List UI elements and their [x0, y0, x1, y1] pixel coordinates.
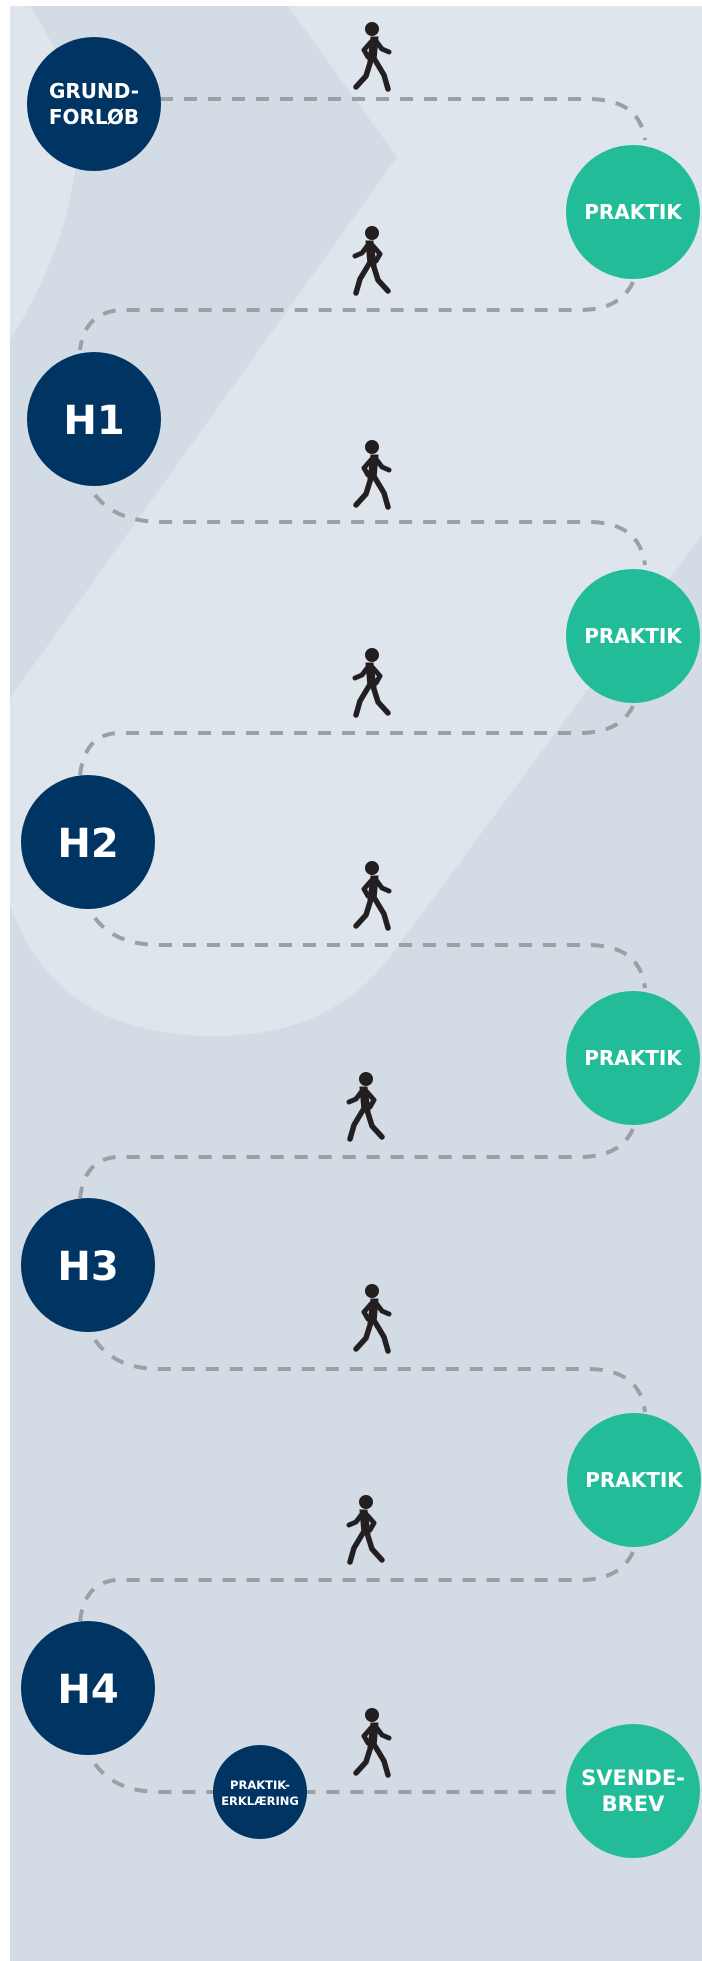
h3-label: H3 — [57, 1244, 118, 1290]
svendebrev-node: SVENDE- BREV — [566, 1724, 700, 1858]
h2-node: H2 — [21, 775, 155, 909]
h1-label: H1 — [63, 398, 124, 444]
praktik-label: PRAKTIK — [584, 1046, 683, 1070]
grundforloeb-label-line1: GRUND- — [49, 79, 139, 103]
h1-node: H1 — [27, 352, 161, 486]
praktik-label: PRAKTIK — [584, 624, 683, 648]
h2-label: H2 — [57, 821, 118, 867]
praktikerklaering-label-line2: ERKLÆRING — [221, 1794, 299, 1808]
svendebrev-label-line2: BREV — [602, 1792, 666, 1816]
praktikerklaering-node: PRAKTIK- ERKLÆRING — [213, 1745, 307, 1839]
background-chevron-shape — [10, 6, 397, 700]
grundforloeb-label-line2: FORLØB — [49, 105, 139, 129]
praktik-label: PRAKTIK — [585, 1468, 684, 1492]
dashed-route-path — [78, 97, 647, 1794]
praktik-node-1: PRAKTIK — [566, 145, 700, 279]
praktik-node-4: PRAKTIK — [567, 1413, 701, 1547]
h4-label: H4 — [57, 1667, 118, 1713]
praktik-label: PRAKTIK — [584, 200, 683, 224]
svendebrev-label-line1: SVENDE- — [581, 1766, 685, 1790]
praktik-node-3: PRAKTIK — [566, 991, 700, 1125]
grundforloeb-node: GRUND- FORLØB — [27, 37, 161, 171]
praktikerklaering-label-line1: PRAKTIK- — [230, 1778, 290, 1792]
h4-node: H4 — [21, 1621, 155, 1755]
praktik-node-2: PRAKTIK — [566, 569, 700, 703]
h3-node: H3 — [21, 1198, 155, 1332]
